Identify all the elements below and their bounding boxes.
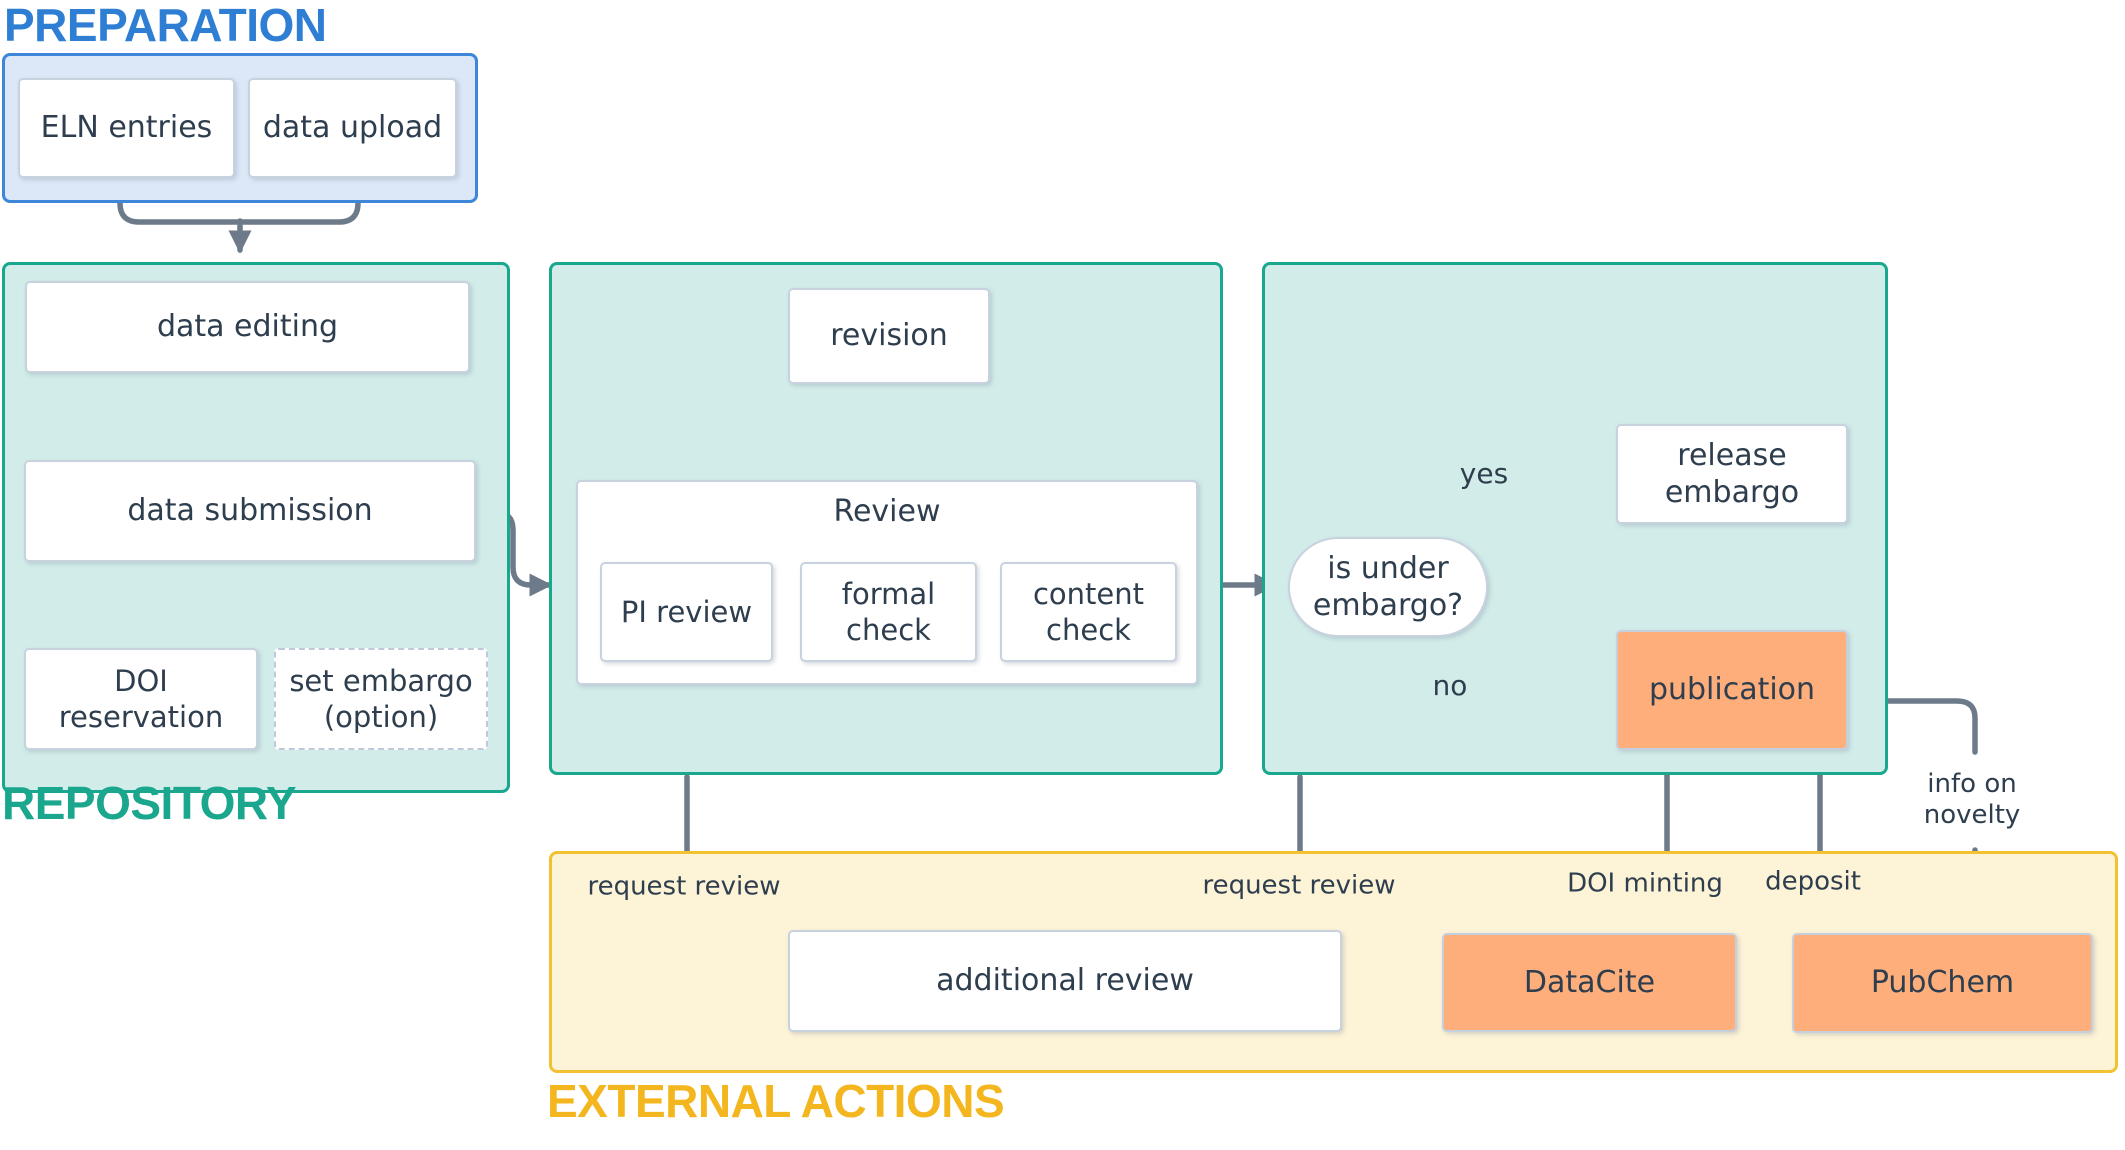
- repository-title: REPOSITORY: [2, 777, 297, 829]
- label-yes: yes: [1459, 457, 1509, 491]
- label-info-on-novelty: info on novelty: [1923, 768, 2021, 830]
- node-content-check: content check: [1000, 562, 1177, 662]
- node-publication: publication: [1616, 630, 1848, 750]
- node-pi-review: PI review: [600, 562, 773, 662]
- review-group-title: Review: [833, 494, 941, 529]
- node-pubchem: PubChem: [1792, 933, 2093, 1033]
- external-actions-title: EXTERNAL ACTIONS: [547, 1075, 1005, 1127]
- node-release-embargo: release embargo: [1616, 424, 1848, 524]
- node-revision: revision: [788, 288, 990, 384]
- node-is-under-embargo: is under embargo?: [1288, 537, 1488, 637]
- node-datacite: DataCite: [1442, 933, 1737, 1032]
- node-additional-review: additional review: [788, 930, 1342, 1032]
- node-formal-check: formal check: [800, 562, 977, 662]
- node-data-editing: data editing: [25, 281, 470, 373]
- preparation-title: PREPARATION: [4, 0, 327, 51]
- node-data-submission: data submission: [24, 460, 476, 562]
- node-set-embargo: set embargo (option): [274, 648, 488, 750]
- label-request-review-left: request review: [587, 871, 781, 902]
- label-doi-minting: DOI minting: [1567, 868, 1723, 899]
- label-request-review-right: request review: [1202, 870, 1396, 901]
- label-deposit: deposit: [1765, 866, 1861, 897]
- node-doi-reservation: DOI reservation: [24, 648, 258, 750]
- label-no: no: [1432, 669, 1468, 703]
- node-eln-entries: ELN entries: [18, 78, 235, 178]
- node-data-upload: data upload: [248, 78, 457, 178]
